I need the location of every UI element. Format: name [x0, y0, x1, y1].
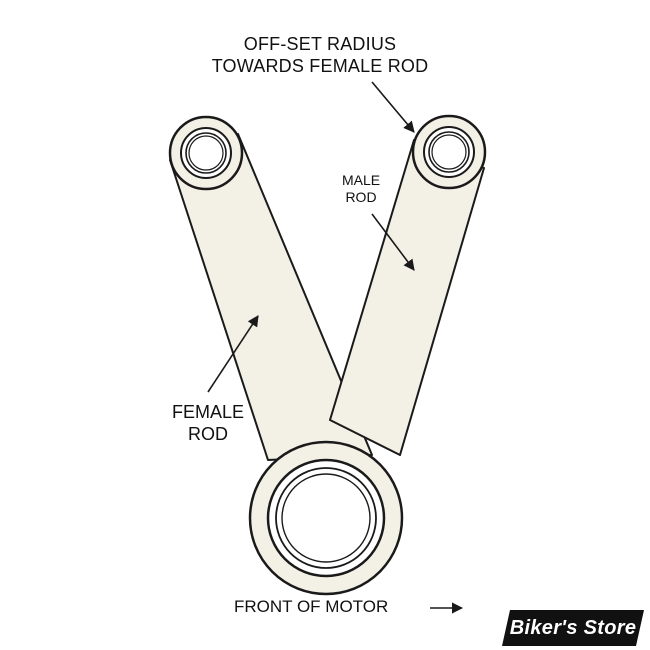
female-rod-label-line1: FEMALE [171, 402, 245, 422]
female-rod-label-line2: ROD [188, 423, 228, 444]
offset-radius-label-line2: TOWARDS FEMALE ROD [211, 55, 429, 76]
watermark-text: Biker's Store [509, 617, 637, 639]
male-rod-label: MALE ROD [326, 172, 396, 206]
male-rod-small-end [411, 114, 487, 190]
offset-radius-label: OFF-SET RADIUS TOWARDS FEMALE ROD [180, 34, 460, 77]
rod-big-end [248, 440, 404, 596]
male-rod-label-line1: MALE [341, 172, 381, 188]
offset-radius-label-line1: OFF-SET RADIUS [243, 34, 397, 54]
female-rod-label: FEMALE ROD [158, 402, 258, 445]
offset-radius-arrow [371, 81, 415, 133]
watermark-badge-shape [502, 610, 644, 646]
bikers-store-watermark: Biker's Store [500, 608, 646, 648]
male-rod-arrow [371, 213, 415, 271]
male-rod-label-line2: ROD [345, 188, 377, 205]
female-rod-small-end [168, 115, 244, 191]
female-rod-arrow [207, 315, 259, 393]
front-of-motor-label: FRONT OF MOTOR [234, 597, 389, 616]
